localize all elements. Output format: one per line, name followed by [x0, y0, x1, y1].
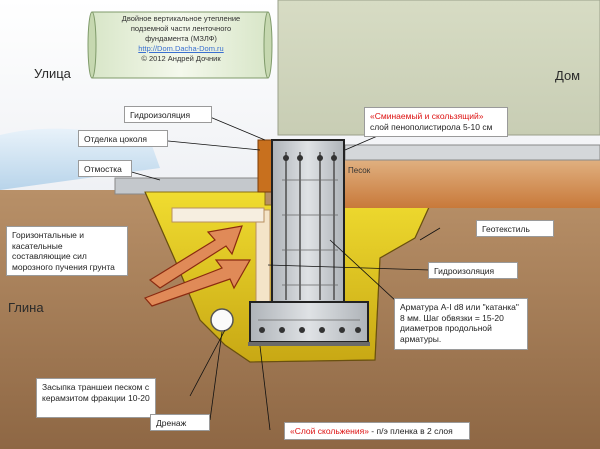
zone-house: Дом [555, 68, 581, 83]
label-drain: Дренаж [150, 414, 210, 431]
zone-clay: Глина [8, 300, 44, 315]
geotextile-line [144, 191, 431, 363]
sand-label: Песок [348, 166, 371, 175]
label-foam-red: «Сминаемый и скользящий» [370, 111, 484, 121]
slip-layer [248, 342, 370, 346]
scroll-left-roll [87, 11, 97, 79]
label-blind-area: Отмостка [78, 160, 132, 177]
title-line-3: фундамента (МЗЛФ) [145, 34, 217, 43]
frost-arrows [143, 225, 252, 307]
rebar-dots [259, 155, 361, 333]
scroll-right-roll [263, 11, 273, 79]
label-waterproofing-mid: Гидроизоляция [428, 262, 518, 279]
label-waterproofing-top: Гидроизоляция [124, 106, 212, 123]
drain-pipe [210, 308, 234, 332]
plinth-finish [257, 139, 273, 193]
label-foam-rest: слой пенополистирола 5-10 см [370, 121, 493, 132]
label-slip-layer: «Слой скольжения» - п/э пленка в 2 слоя [284, 422, 470, 440]
foundation-footing [249, 301, 369, 343]
label-backfill: Засыпка траншеи песком с керамзитом фрак… [36, 378, 156, 418]
label-rebar: Арматура А-I d8 или "катанка" 8 мм. Шаг … [394, 298, 528, 350]
horizontal-foam [171, 207, 265, 223]
floor-sand-layer [345, 160, 600, 208]
site-link[interactable]: http://Dom.Dacha-Dom.ru [138, 44, 224, 53]
title-line-1: Двойное вертикальное утепление [121, 14, 241, 23]
floor-slab [344, 144, 600, 161]
rebar-verticals [285, 152, 335, 300]
copyright: © 2012 Андрей Дочник [141, 54, 221, 63]
label-slip-rest: - п/э пленка в 2 слоя [368, 426, 453, 436]
label-foam: «Сминаемый и скользящий» слой пенополист… [364, 107, 508, 137]
title-card: Двойное вертикальное утепление подземной… [95, 12, 267, 78]
zone-street: Улица [34, 66, 71, 81]
foam-layer [255, 209, 271, 303]
label-geotextile: Геотекстиль [476, 220, 554, 237]
rebar-ties [258, 179, 360, 321]
label-frost-forces: Горизонтальные и касательные составляющи… [6, 226, 128, 276]
title-line-2: подземной части ленточного [130, 24, 232, 33]
label-slip-red: «Слой скольжения» [290, 426, 369, 436]
label-plinth-finish: Отделка цоколя [78, 130, 168, 147]
